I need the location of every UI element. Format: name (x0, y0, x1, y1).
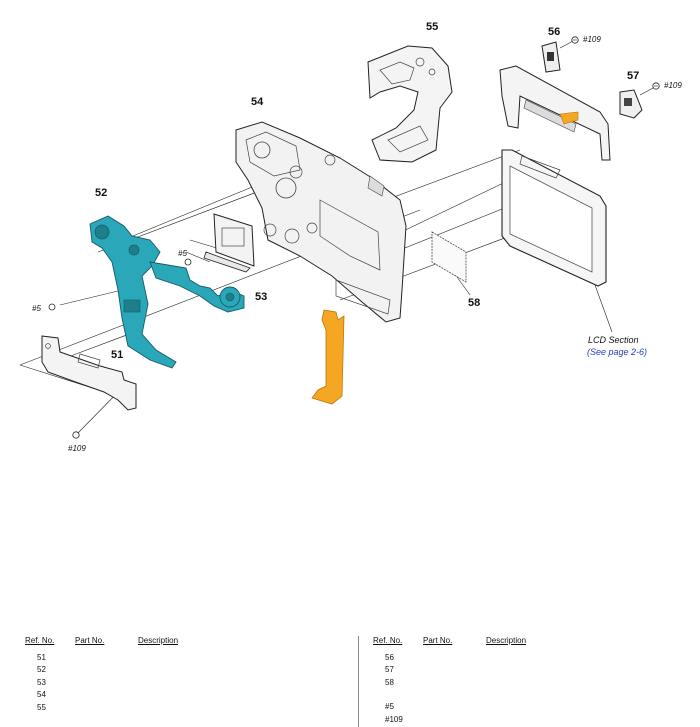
table-row: 53 (25, 678, 355, 690)
row-ref: 56 (385, 653, 394, 662)
callout-54: 54 (251, 96, 264, 108)
callout-56: 56 (548, 26, 560, 38)
screw-label-109-top-56: #109 (583, 35, 601, 44)
row-ref: 55 (37, 702, 46, 712)
table-row: 56 (372, 653, 692, 665)
row-ref: #109 (385, 714, 403, 724)
screw-label-109-bottom: #109 (68, 444, 86, 453)
part-54-rear-frame (235, 121, 407, 323)
parts-table-rows: 56 57 58 #5 #109 (372, 653, 692, 727)
table-row: 55 (25, 703, 355, 715)
header-ref-no: Ref. No. (25, 636, 55, 645)
callout-53: 53 (255, 291, 267, 303)
parts-table-left: Ref. No. Part No. Description 51 52 53 5… (25, 633, 355, 715)
lcd-section-panel (501, 149, 607, 287)
screw-109-bottom (72, 431, 80, 439)
row-ref: 52 (37, 665, 46, 675)
screw-109-top-56 (571, 36, 579, 44)
screw-label-5-left: #5 (32, 304, 41, 313)
part-55-upper-frame (367, 45, 453, 163)
screw-label-5-mid: #5 (178, 249, 187, 258)
table-row: 52 (25, 665, 355, 677)
callout-58: 58 (468, 297, 480, 309)
header-description: Description (138, 636, 179, 645)
callout-57: 57 (627, 70, 639, 82)
table-row: 54 (25, 690, 355, 702)
screw-109-top-57 (652, 82, 660, 90)
lcd-section-page-link[interactable]: (See page 2-6) (587, 347, 647, 357)
header-description: Description (486, 636, 527, 645)
callout-51: 51 (111, 349, 123, 361)
parts-table-header: Ref. No. Part No. Description (25, 633, 355, 647)
callout-52: 52 (95, 187, 107, 199)
part-57-hinge-cap (619, 89, 643, 119)
screw-label-109-top-57: #109 (664, 81, 682, 90)
row-ref: 57 (385, 665, 394, 675)
table-row: #109 (372, 715, 692, 727)
part-53-bracket (203, 213, 255, 273)
callout-55: 55 (426, 21, 438, 33)
row-ref: 53 (37, 677, 46, 687)
part-56-hinge-cover (541, 41, 561, 73)
table-column-divider (358, 636, 359, 727)
row-ref: 51 (37, 653, 46, 662)
exploded-parts-diagram: 55 56 57 54 52 53 58 51 #109 #109 #5 #5 … (19, 21, 682, 453)
header-part-no: Part No. (423, 636, 453, 645)
table-row: 51 (25, 653, 355, 665)
orange-flex-cable (311, 309, 345, 405)
table-row: #5 (372, 702, 692, 714)
part-58-sheet (431, 231, 467, 283)
table-row-gap (372, 690, 692, 702)
row-ref: #5 (385, 702, 394, 712)
parts-table-header: Ref. No. Part No. Description (372, 633, 692, 647)
part-52-control-board (89, 215, 245, 369)
row-ref: 54 (37, 690, 46, 700)
parts-table-rows: 51 52 53 54 55 (25, 653, 355, 715)
table-row: 58 (372, 678, 692, 690)
header-part-no: Part No. (75, 636, 105, 645)
lcd-hinge-bracket (499, 65, 611, 161)
lcd-section-title: LCD Section (588, 335, 639, 345)
header-ref-no: Ref. No. (373, 636, 403, 645)
part-51-bottom-plate (41, 335, 137, 411)
screw-5-left (48, 303, 56, 311)
parts-table-right: Ref. No. Part No. Description 56 57 58 #… (372, 633, 692, 727)
row-ref: 58 (385, 677, 394, 687)
screw-5-mid (184, 258, 192, 266)
table-row: 57 (372, 665, 692, 677)
